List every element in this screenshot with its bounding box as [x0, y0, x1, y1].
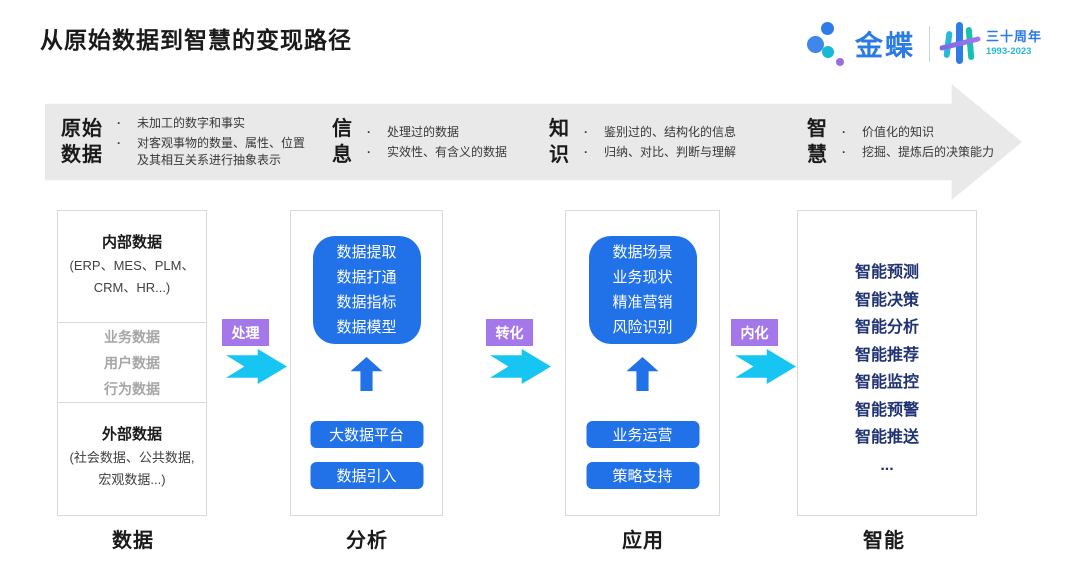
- card-line: 风险识别: [612, 319, 673, 336]
- card-line: 业务现状: [612, 269, 673, 286]
- stage-bullets: 价值化的知识 挖掘、提炼后的决策能力: [828, 121, 994, 164]
- external-data-line: 宏观数据...): [98, 472, 166, 487]
- column-footer-analysis: 分析: [346, 530, 388, 552]
- dikw-arrow-banner: 原始 数据 未加工的数字和事实 对客观事物的数量、属性、位置及其相互关系进行抽象…: [45, 84, 1022, 200]
- page-title: 从原始数据到智慧的变现路径: [40, 27, 352, 53]
- stage-raw-data: 原始 数据 未加工的数字和事实 对客观事物的数量、属性、位置及其相互关系进行抽象…: [61, 104, 309, 180]
- intelligence-item: 智能推荐: [854, 346, 919, 364]
- bullet-item: 归纳、对比、判断与理解: [570, 144, 736, 161]
- stage-bullets: 未加工的数字和事实 对客观事物的数量、属性、位置及其相互关系进行抽象表示: [103, 112, 309, 172]
- application-panel: 数据场景 业务现状 精准营销 风险识别 业务运营 策略支持: [565, 210, 720, 516]
- dot-icon: [806, 36, 824, 53]
- intelligence-item: 智能预警: [854, 401, 919, 419]
- right-arrow-icon: [226, 349, 287, 384]
- anniversary-years: 1993-2023: [985, 46, 1032, 57]
- intelligence-item-more: ...: [880, 456, 894, 474]
- stage-heading-line: 信: [332, 118, 353, 140]
- big-data-platform-button: 大数据平台: [310, 421, 423, 448]
- stage-wisdom: 智 慧 价值化的知识 挖掘、提炼后的决策能力: [807, 104, 994, 180]
- intelligence-panel: 智能预测 智能决策 智能分析 智能推荐 智能监控 智能预警 智能推送 ...: [797, 210, 977, 516]
- stage-heading: 信 息: [332, 116, 353, 168]
- column-footer-intelligence: 智能: [863, 530, 905, 552]
- external-data-line: (社会数据、公共数据,: [69, 450, 195, 465]
- bullet-item: 价值化的知识: [828, 124, 994, 141]
- bullet-item: 未加工的数字和事实: [103, 115, 309, 132]
- right-arrow-icon: [490, 349, 551, 384]
- connector-label-internalize: 内化: [731, 319, 778, 346]
- internal-data-heading: 内部数据: [101, 234, 162, 251]
- dot-icon: [835, 58, 844, 66]
- card-line: 数据打通: [336, 269, 397, 286]
- data-sources-panel: 内部数据 (ERP、MES、PLM、 CRM、HR...) 业务数据 用户数据 …: [57, 210, 207, 516]
- stage-heading: 原始 数据: [61, 116, 103, 168]
- internal-data-line: CRM、HR...): [93, 280, 171, 295]
- card-line: 数据场景: [612, 244, 673, 261]
- internal-data-line: (ERP、MES、PLM、: [69, 258, 195, 273]
- kingdee-logo: 金蝶 三十周年 1993-2023: [805, 16, 1042, 72]
- stage-heading-line: 知: [549, 118, 570, 140]
- card-line: 数据提取: [336, 244, 397, 261]
- bullet-item: 挖掘、提炼后的决策能力: [828, 144, 994, 161]
- intelligence-item: 智能预测: [854, 264, 919, 281]
- up-arrow-icon: [626, 357, 659, 391]
- data-type-item: 业务数据: [104, 328, 160, 345]
- kingdee-dots-icon: [805, 18, 847, 70]
- stage-heading-line: 智: [807, 118, 828, 140]
- bullet-item: 鉴别过的、结构化的信息: [570, 124, 736, 141]
- card-line: 数据模型: [336, 319, 397, 336]
- stage-heading-line: 识: [549, 144, 570, 166]
- intelligence-item: 智能分析: [854, 319, 919, 336]
- external-data-section: 外部数据 (社会数据、公共数据, 宏观数据...): [58, 403, 206, 515]
- intelligence-item: 智能监控: [854, 374, 919, 391]
- column-footer-application: 应用: [622, 530, 664, 552]
- data-ingestion-button: 数据引入: [310, 462, 423, 489]
- application-card: 数据场景 业务现状 精准营销 风险识别: [588, 236, 697, 344]
- intelligence-item: 智能决策: [854, 291, 919, 309]
- external-data-heading: 外部数据: [101, 426, 162, 443]
- up-arrow-icon: [350, 357, 383, 391]
- dot-icon: [821, 46, 834, 58]
- anniversary-text: 三十周年 1993-2023: [986, 29, 1042, 59]
- column-footer-data: 数据: [112, 530, 154, 552]
- stage-information: 信 息 处理过的数据 实效性、有含义的数据: [332, 104, 507, 180]
- right-arrow-icon: [735, 349, 796, 384]
- strategy-support-button: 策略支持: [586, 462, 699, 489]
- stage-heading-line: 息: [332, 144, 353, 166]
- analysis-panel: 数据提取 数据打通 数据指标 数据模型 大数据平台 数据引入: [290, 210, 443, 516]
- stage-heading-line: 原始: [61, 118, 103, 140]
- bullet-item: 处理过的数据: [353, 124, 507, 141]
- data-type-item: 用户数据: [104, 354, 160, 371]
- bullet-item: 实效性、有含义的数据: [353, 144, 507, 161]
- analysis-card: 数据提取 数据打通 数据指标 数据模型: [312, 236, 421, 344]
- stage-heading-line: 数据: [61, 144, 103, 166]
- brand-name: 金蝶: [854, 30, 915, 61]
- stage-knowledge: 知 识 鉴别过的、结构化的信息 归纳、对比、判断与理解: [549, 104, 736, 180]
- stage-bullets: 处理过的数据 实效性、有含义的数据: [353, 121, 507, 164]
- connector-label-transform: 转化: [486, 319, 533, 346]
- data-type-item: 行为数据: [104, 380, 160, 397]
- bullet-item: 对客观事物的数量、属性、位置及其相互关系进行抽象表示: [103, 135, 309, 169]
- stage-heading: 知 识: [549, 116, 570, 168]
- card-line: 精准营销: [612, 294, 673, 311]
- dot-icon: [820, 22, 834, 35]
- anniversary-label: 三十周年: [985, 29, 1042, 44]
- stage-heading: 智 慧: [807, 116, 828, 168]
- business-operations-button: 业务运营: [586, 421, 699, 448]
- logo-divider: [928, 26, 930, 62]
- connector-label-process: 处理: [222, 319, 269, 346]
- stage-heading-line: 慧: [807, 144, 828, 166]
- card-line: 数据指标: [336, 294, 397, 311]
- intelligence-item: 智能推送: [854, 429, 919, 446]
- middle-data-section: 业务数据 用户数据 行为数据: [58, 323, 206, 403]
- stage-bullets: 鉴别过的、结构化的信息 归纳、对比、判断与理解: [570, 121, 736, 164]
- internal-data-section: 内部数据 (ERP、MES、PLM、 CRM、HR...): [58, 211, 206, 323]
- thirty-anniversary-icon: [939, 19, 981, 69]
